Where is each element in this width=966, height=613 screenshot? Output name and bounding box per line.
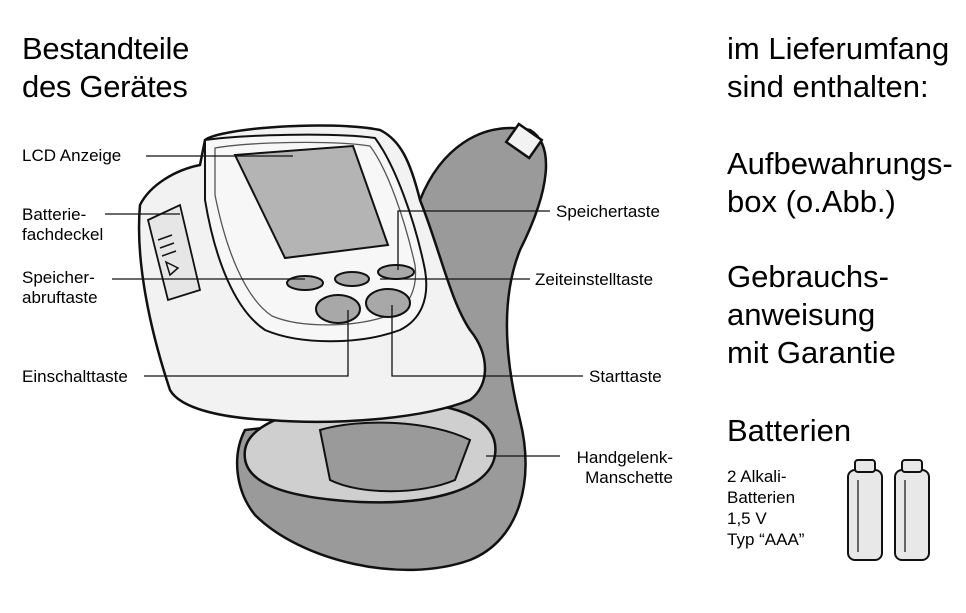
memory-button[interactable] <box>377 264 415 280</box>
label-start: Starttaste <box>589 367 662 386</box>
label-lcd: LCD Anzeige <box>22 146 122 165</box>
label-cuff: Handgelenk- Manschette <box>576 448 673 487</box>
cuff-tab <box>504 122 544 160</box>
battery-icon <box>894 459 930 561</box>
contents-heading: im Lieferumfang sind enthalten: <box>727 31 950 104</box>
contents-box: Aufbewahrungs- box (o.Abb.) <box>727 146 953 219</box>
time-set-button[interactable] <box>334 271 370 287</box>
label-memory: Speichertaste <box>556 202 660 221</box>
section-title: Bestandteile des Gerätes <box>22 31 190 104</box>
power-button[interactable] <box>315 294 361 324</box>
contents-manual: Gebrauchs- anweisung mit Garantie <box>727 259 896 370</box>
start-button[interactable] <box>365 288 411 318</box>
memory-recall-button[interactable] <box>286 275 324 291</box>
contents-batteries-detail: 2 Alkali- Batterien 1,5 V Typ “AAA” <box>727 467 805 549</box>
label-power: Einschalttaste <box>22 367 128 386</box>
label-battery-cover: Batterie- fachdeckel <box>22 205 104 244</box>
lcd-display <box>233 144 390 260</box>
label-memory-recall: Speicher- abruftaste <box>22 268 98 307</box>
label-time-set: Zeiteinstelltaste <box>535 270 654 289</box>
contents-batteries-heading: Batterien <box>727 413 852 448</box>
battery-icon <box>847 459 883 561</box>
